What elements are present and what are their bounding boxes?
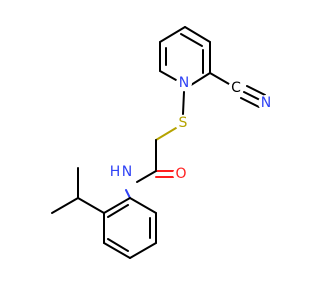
bond-ring-to-nitrile	[209, 72, 230, 85]
bond-pyridine-2	[159, 26, 186, 43]
bond-pyridine-1-double	[180, 33, 203, 47]
bond-phenyl-3	[129, 242, 157, 259]
pyridine-ring	[159, 26, 211, 86]
carbonyl-oxygen-label: O	[175, 166, 186, 182]
sulfur-bg	[175, 115, 191, 131]
bond-sulfur-to-ch2	[155, 127, 177, 141]
bond-phenyl-6-double	[107, 204, 129, 218]
amide-nitrogen-label: N	[122, 164, 132, 180]
nitrile-nitrogen-label: N	[261, 95, 271, 111]
sulfur-label: S	[179, 115, 188, 131]
nitrile-c-bg	[228, 80, 244, 96]
bond-pyridine-n-left	[159, 70, 177, 81]
bond-phenyl-1	[129, 197, 157, 214]
bond-isopropyl-methyl-1	[51, 197, 79, 214]
bond-carbonyl-to-nitrogen	[136, 170, 157, 183]
phenyl-ring	[103, 197, 157, 259]
bond-phenyl-4-double	[107, 238, 129, 252]
thioacetamide-chain	[125, 91, 185, 199]
bond-pyridine-n-right	[190, 72, 211, 86]
amide-nh-bg	[112, 161, 134, 183]
bond-ring-to-sulfur	[182, 91, 185, 115]
bond-aryl-to-isopropyl	[77, 197, 105, 214]
pyridine-nitrogen-label: N	[179, 75, 189, 91]
nitrile-group	[209, 72, 266, 108]
bond-phenyl-6	[103, 197, 131, 214]
carbonyl-o-bg	[173, 166, 189, 182]
bond-phenyl-4	[103, 242, 131, 259]
atom-label-backgrounds	[112, 75, 274, 183]
isopropyl-group	[51, 167, 105, 214]
molecule-canvas: N S C N H N O	[51, 26, 274, 259]
bond-nitrile-triple-b	[240, 97, 260, 108]
pyridine-n-bg	[176, 75, 192, 91]
bond-nitrogen-to-aryl	[125, 189, 131, 199]
nitrile-carbon-label: C	[231, 80, 241, 96]
amide-hydrogen-label: H	[110, 164, 121, 180]
nitrile-n-bg	[258, 95, 274, 111]
bond-pyridine-1	[184, 26, 211, 43]
molecule-structure: N S C N H N O	[51, 26, 274, 259]
bond-nitrile-triple-c	[246, 85, 266, 96]
